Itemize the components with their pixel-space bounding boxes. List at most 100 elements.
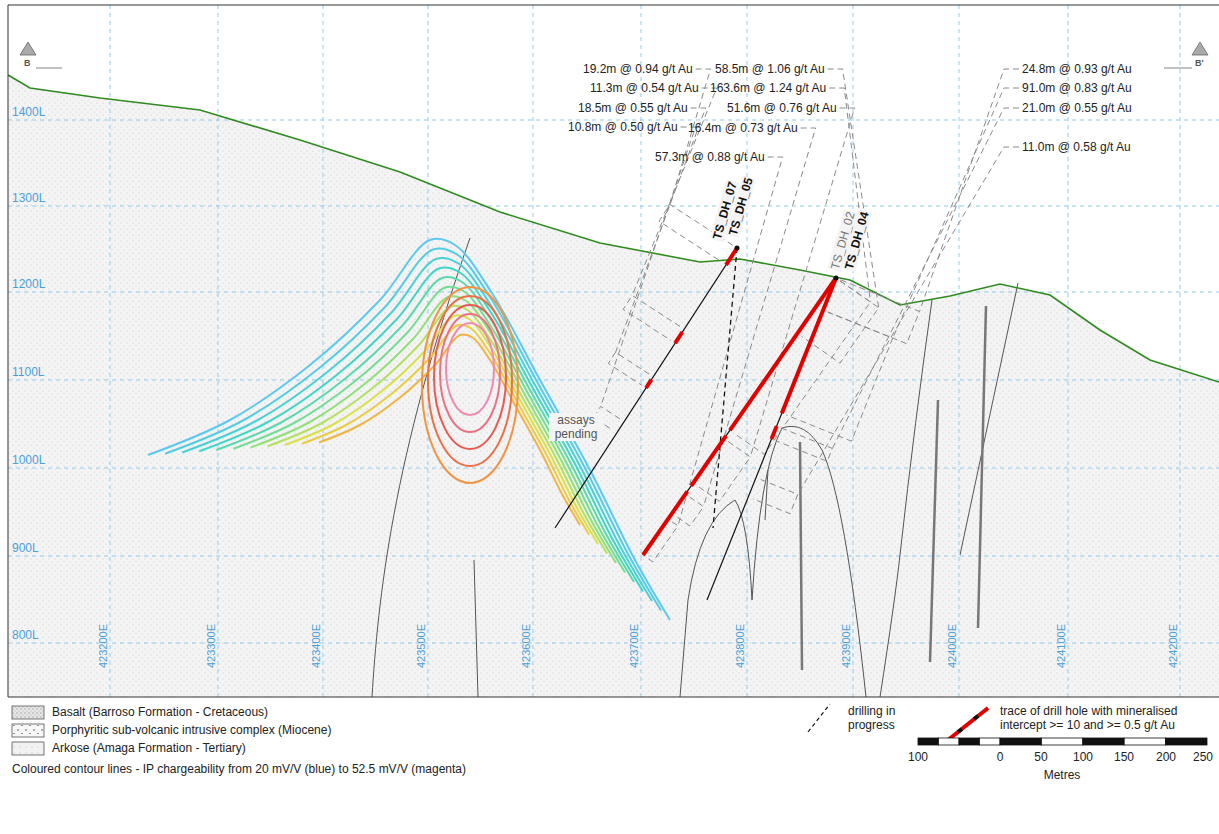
easting-label: 424000E (945, 624, 959, 668)
note: assays pending (549, 413, 603, 441)
drill-hole-trace (707, 278, 836, 600)
contour-line (234, 287, 626, 573)
leader-line (920, 69, 1019, 311)
mineralised-intercept (730, 278, 836, 430)
section-marker: B (24, 56, 31, 70)
leader-line (832, 108, 1019, 448)
intercept-bracket (623, 295, 680, 340)
mineralised-intercept (675, 332, 682, 343)
scale-segment (959, 738, 980, 745)
leader-line (678, 157, 783, 526)
contour-line (199, 267, 643, 591)
mineralised-intercept (691, 436, 726, 486)
intercept-label: 163.6m @ 1.24 g/t Au (710, 81, 826, 95)
mineralised-intercept (643, 491, 687, 555)
intercept-label: 58.5m @ 1.06 g/t Au (715, 62, 825, 76)
intercept-label: 11.0m @ 0.58 g/t Au (1022, 140, 1131, 154)
scale-segment (980, 738, 1001, 745)
elevation-label: 1000L (12, 453, 45, 467)
intercept-bracket (753, 479, 798, 513)
leader-line (798, 147, 1019, 494)
collar (834, 276, 839, 281)
intercept-bracket (697, 442, 750, 502)
scale-number: 100 (908, 750, 928, 764)
geology-contacts (372, 238, 1018, 697)
scale-number: 100 (1073, 750, 1093, 764)
easting-label: 423600E (519, 624, 533, 668)
scale-segment (1166, 738, 1207, 745)
drill-hole-in-progress (713, 248, 737, 528)
contour-line (319, 334, 580, 525)
easting-label: 424200E (1166, 624, 1180, 668)
elevation-gridline (8, 206, 1219, 207)
scale-number: 200 (1156, 750, 1176, 764)
intercept-label: 91.0m @ 0.83 g/t Au (1022, 81, 1132, 95)
elevation-gridline (8, 643, 1219, 644)
legend-text: Basalt (Barroso Formation - Cretaceous) (52, 705, 268, 719)
ground-fill (8, 75, 1219, 697)
drill-hole-trace (643, 278, 836, 555)
elevation-label: 900L (12, 541, 39, 555)
contour-line (216, 277, 634, 582)
intercept-bracket (608, 352, 649, 385)
contour-line (148, 239, 670, 620)
scale-segment (939, 738, 960, 745)
elevation-gridline (8, 380, 1219, 381)
intrusive-dykes (800, 306, 986, 670)
section-marker: B' (1195, 56, 1204, 70)
legend-text: Porphyritic sub-volcanic intrusive compl… (52, 723, 331, 737)
easting-gridline (218, 5, 219, 697)
legend-text: Coloured contour lines - IP chargeabilit… (12, 762, 466, 776)
scale-segment (1041, 738, 1082, 745)
scale-segment (1124, 738, 1165, 745)
scale-segment (1083, 738, 1124, 745)
elevation-label: 1400L (12, 105, 45, 119)
intercept-label: 21.0m @ 0.55 g/t Au (1022, 101, 1132, 115)
mineralised-intercept (646, 380, 651, 388)
collar (735, 246, 740, 251)
easting-gridline (428, 5, 429, 697)
contour-line (446, 323, 494, 415)
contour-line (440, 314, 500, 432)
easting-label: 423900E (839, 624, 853, 668)
drill-hole-trace (555, 248, 737, 528)
contour-line (165, 248, 661, 610)
leader-line (893, 88, 1019, 338)
intercept-label: 57.3m @ 0.88 g/t Au (655, 150, 765, 164)
intercept-label: 10.8m @ 0.50 g/t Au (568, 120, 678, 134)
leader-line (601, 127, 696, 406)
leader-line (750, 108, 854, 457)
easting-label: 423500E (414, 624, 428, 668)
intercept-label: 18.5m @ 0.55 g/t Au (578, 101, 688, 115)
grid-lines (8, 5, 1219, 697)
elevation-label: 800L (12, 628, 39, 642)
easting-label: 423800E (733, 624, 747, 668)
easting-gridline (959, 5, 960, 697)
easting-gridline (110, 5, 111, 697)
mineralised-intercept (772, 426, 777, 439)
elevation-gridline (8, 468, 1219, 469)
scale-number: 50 (1034, 750, 1047, 764)
intercept-label: 51.6m @ 0.76 g/t Au (727, 101, 837, 115)
elevation-label: 1300L (12, 191, 45, 205)
intercept-bracket (786, 312, 892, 441)
scale-segment (918, 738, 939, 745)
contour-line (182, 258, 652, 601)
intercept-label: 11.3m @ 0.54 g/t Au (590, 81, 699, 95)
elevation-gridline (8, 556, 1219, 557)
contour-line (434, 305, 506, 449)
legend-text: Arkose (Amaga Formation - Tertiary) (52, 741, 246, 755)
scale-unit: Metres (1044, 768, 1081, 782)
easting-label: 423200E (96, 624, 110, 668)
easting-gridline (323, 5, 324, 697)
contour-line (422, 287, 518, 483)
ip-chargeability-contours (148, 239, 670, 620)
scale-number: 150 (1114, 750, 1134, 764)
elevation-label: 1200L (12, 277, 45, 291)
easting-label: 423700E (627, 624, 641, 668)
easting-label: 423300E (204, 624, 218, 668)
easting-gridline (1180, 5, 1181, 697)
scale-number: 250 (1193, 750, 1213, 764)
contour-line (268, 306, 607, 554)
intercept-label: 24.8m @ 0.93 g/t Au (1022, 62, 1132, 76)
